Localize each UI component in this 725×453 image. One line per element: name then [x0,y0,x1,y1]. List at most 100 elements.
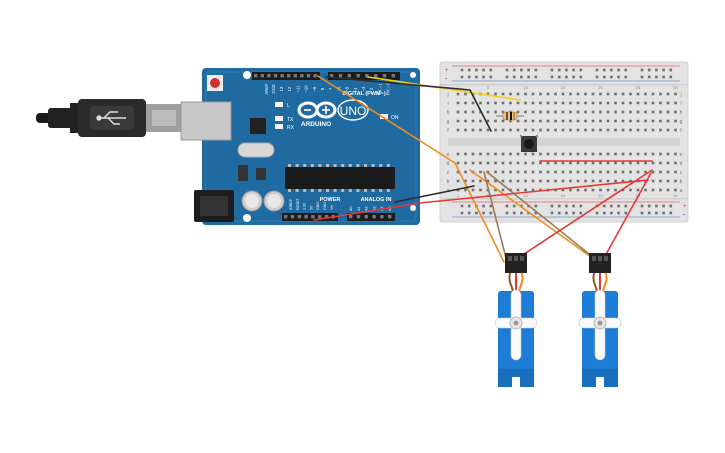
breadboard-hole[interactable] [666,92,670,96]
breadboard-hole[interactable] [576,179,580,183]
analog-header[interactable] [347,213,395,221]
breadboard-hole[interactable] [456,92,460,96]
rail-hole[interactable] [602,211,606,215]
breadboard-hole[interactable] [569,179,572,183]
breadboard-hole[interactable] [539,110,542,114]
header-pin[interactable] [293,74,297,78]
rail-hole[interactable] [610,75,613,79]
breadboard-hole[interactable] [471,188,475,192]
breadboard-hole[interactable] [524,119,527,123]
breadboard-hole[interactable] [501,188,505,192]
breadboard-hole[interactable] [456,128,460,132]
breadboard-hole[interactable] [666,170,670,174]
servo-motor-2[interactable] [578,253,622,387]
rail-hole[interactable] [617,204,620,208]
breadboard-hole[interactable] [674,101,677,105]
rail-hole[interactable] [572,68,575,72]
header-pin[interactable] [280,74,284,78]
breadboard-hole[interactable] [554,92,557,96]
breadboard-hole[interactable] [651,179,655,183]
breadboard-hole[interactable] [674,179,677,183]
breadboard-hole[interactable] [531,110,535,114]
breadboard-hole[interactable] [524,152,527,156]
breadboard-hole[interactable] [539,101,542,105]
breadboard-hole[interactable] [636,110,640,114]
breadboard-hole[interactable] [539,119,542,123]
breadboard-hole[interactable] [644,188,647,192]
breadboard-hole[interactable] [494,101,497,105]
rail-hole[interactable] [557,75,561,79]
breadboard-hole[interactable] [546,92,550,96]
breadboard-hole[interactable] [584,101,587,105]
breadboard-hole[interactable] [629,161,632,165]
breadboard-hole[interactable] [494,110,497,114]
header-pin[interactable] [382,74,387,78]
rail-hole[interactable] [520,68,523,72]
breadboard-hole[interactable] [606,119,610,123]
breadboard-hole[interactable] [554,152,557,156]
rail-hole[interactable] [647,204,651,208]
breadboard-hole[interactable] [651,188,655,192]
breadboard-hole[interactable] [561,101,565,105]
breadboard-hole[interactable] [486,92,490,96]
rail-hole[interactable] [662,75,665,79]
breadboard-hole[interactable] [456,119,460,123]
breadboard-hole[interactable] [456,152,460,156]
rail-hole[interactable] [624,204,628,208]
header-pin[interactable] [330,74,334,78]
breadboard-hole[interactable] [674,188,677,192]
breadboard-hole[interactable] [524,101,527,105]
breadboard-hole[interactable] [554,101,557,105]
rail-hole[interactable] [460,75,464,79]
breadboard-hole[interactable] [546,101,550,105]
breadboard-hole[interactable] [539,170,542,174]
breadboard-hole[interactable] [471,101,475,105]
rail-hole[interactable] [624,75,628,79]
rail-hole[interactable] [669,68,673,72]
breadboard-hole[interactable] [591,128,595,132]
header-pin[interactable] [304,215,308,219]
breadboard-hole[interactable] [479,188,482,192]
breadboard-hole[interactable] [621,161,625,165]
breadboard-hole[interactable] [486,128,490,132]
breadboard-hole[interactable] [494,119,497,123]
header-pin[interactable] [356,74,360,78]
arduino-uno-board[interactable]: L TX RX ON ARDUINO UNO DIGITAL (PWM~) AR… [180,68,420,225]
breadboard-hole[interactable] [636,101,640,105]
breadboard-hole[interactable] [576,161,580,165]
header-pin[interactable] [365,74,369,78]
breadboard-hole[interactable] [644,161,647,165]
breadboard-hole[interactable] [516,92,520,96]
breadboard-hole[interactable] [456,161,460,165]
rail-hole[interactable] [550,211,554,215]
breadboard-hole[interactable] [539,128,542,132]
breadboard-hole[interactable] [666,110,670,114]
rail-hole[interactable] [460,211,464,215]
rail-hole[interactable] [489,68,493,72]
push-button[interactable] [520,135,538,152]
breadboard-hole[interactable] [599,152,602,156]
breadboard-hole[interactable] [614,152,617,156]
rail-hole[interactable] [475,75,478,79]
breadboard-hole[interactable] [479,128,482,132]
breadboard-hole[interactable] [651,110,655,114]
breadboard-hole[interactable] [606,161,610,165]
breadboard-hole[interactable] [516,128,520,132]
digital-header-left[interactable] [252,72,320,80]
breadboard-hole[interactable] [674,92,677,96]
breadboard-hole[interactable] [636,152,640,156]
breadboard-hole[interactable] [501,128,505,132]
breadboard-hole[interactable] [554,179,557,183]
breadboard-hole[interactable] [636,161,640,165]
rail-hole[interactable] [512,211,516,215]
rail-hole[interactable] [505,68,509,72]
breadboard-hole[interactable] [509,179,512,183]
breadboard-hole[interactable] [584,128,587,132]
header-pin[interactable] [372,215,376,219]
breadboard-hole[interactable] [471,128,475,132]
rail-hole[interactable] [655,204,658,208]
breadboard-hole[interactable] [621,128,625,132]
breadboard-hole[interactable] [659,110,662,114]
breadboard-hole[interactable] [494,128,497,132]
power-header[interactable] [282,213,338,221]
